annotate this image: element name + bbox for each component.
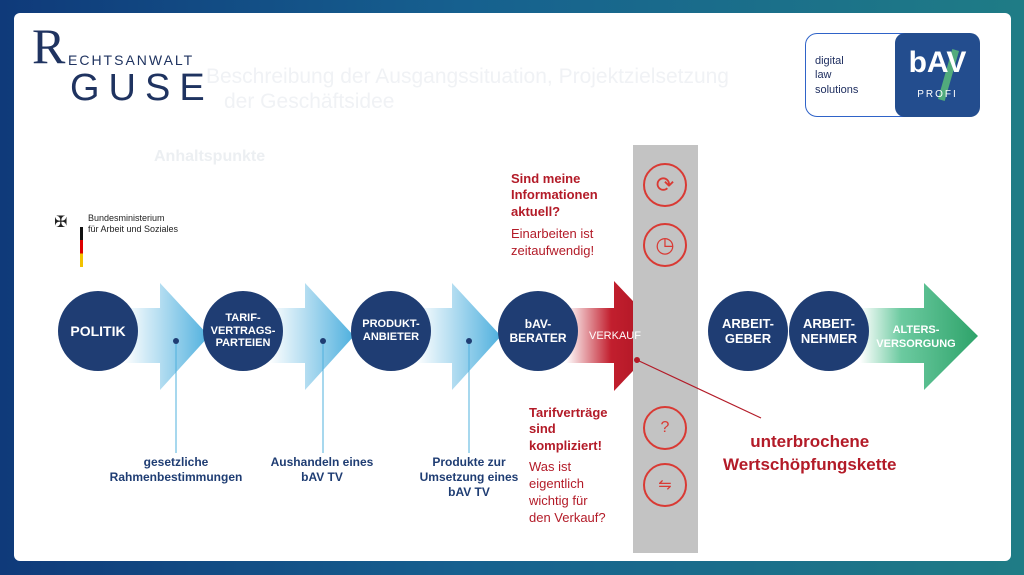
clock-icon: ◷ [643,223,687,267]
ghost-heading-1: Beschreibung der Ausgangssituation, Proj… [206,65,729,88]
altersversorgung-label: ALTERS- VERSORGUNG [876,324,956,350]
issue-top-answer: Einarbeiten ist zeitaufwendig! [511,226,595,258]
connector-dot-2 [320,338,326,344]
connector-dot-1 [173,338,179,344]
desc-tarif: Aushandeln eines bAV TV [270,455,374,484]
eagle-icon: ✠ [54,214,68,231]
node-produktanbieter: PRODUKT- ANBIETER [351,291,431,371]
node-bav-berater: bAV- BERATER [498,291,578,371]
bav-profi-badge: bAV PROFI [895,33,980,117]
node-arbeitnehmer: ARBEIT- NEHMER [789,291,869,371]
german-flag-icon [80,227,83,267]
issue-bottom-question: Tarifverträge sind kompliziert! [529,405,608,453]
logo-subtitle: ECHTSANWALT [68,52,195,68]
logo-letter: R [32,18,66,74]
arrow-altersversorgung [860,283,978,390]
ghost-heading-2: der Geschäftsidee [224,90,395,113]
arrow-3 [416,283,501,390]
desc-politik: gesetzliche Rahmenbestimmungen [109,455,243,484]
connector-dot-3 [466,338,472,344]
logo-title: GUSE [70,67,214,109]
refresh-icon: ⟳ [643,163,687,207]
arrow-1 [124,283,209,390]
handshake-icon: ⇋ [643,463,687,507]
red-connector [634,357,762,419]
node-arbeitgeber: ARBEIT- GEBER [708,291,788,371]
verkauf-label: VERKAUF [589,330,641,342]
chain-label: unterbrochene Wertschöpfungskette [723,432,897,474]
flow-arrows [124,281,978,453]
profi-label: PROFI [917,89,958,100]
arrow-verkauf [566,281,666,391]
desc-produkt: Produkte zur Umsetzung eines bAV TV [419,455,519,499]
slide: R ECHTSANWALT GUSE Beschreibung der Ausg… [14,13,1011,561]
issue-bottom-answer: Was ist eigentlich wichtig für den Verka… [529,459,606,525]
ministry-label: Bundesministerium für Arbeit und Soziale… [88,213,179,235]
question-people-icon: ?‍ [643,406,687,450]
node-tarifvertragsparteien: TARIF- VERTRAGS- PARTEIEN [203,291,283,371]
ghost-anhaltspunkte: Anhaltspunkte [154,148,266,165]
bav-label: bAV [908,46,967,79]
node-politik: POLITIK [58,291,138,371]
issue-top-question: Sind meine Informationen aktuell? [511,171,598,219]
arrow-2 [269,283,354,390]
